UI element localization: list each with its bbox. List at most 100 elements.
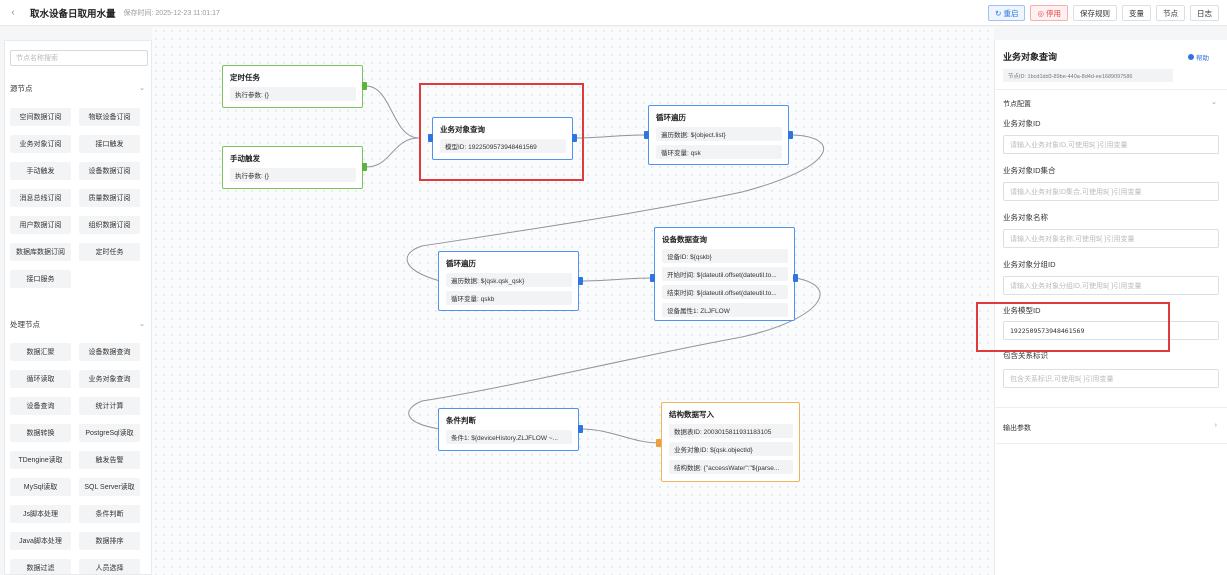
save-time: 保存时间: 2025-12-23 11:01:17	[123, 9, 220, 17]
flow-canvas[interactable]: 定时任务 执行参数: {} 手动触发 执行参数: {} 业务对象查询 模型ID:…	[152, 27, 994, 575]
header-actions: ↻重启 ◎停用 保存规则 变量 节点 日志	[988, 5, 1219, 21]
input-port[interactable]	[428, 134, 433, 142]
input-port[interactable]	[650, 274, 655, 282]
variables-button[interactable]: 变量	[1122, 5, 1151, 21]
palette-item[interactable]: 消息总线订阅	[10, 189, 71, 207]
palette-item[interactable]: 统计计算	[79, 397, 140, 415]
output-port[interactable]	[578, 277, 583, 285]
highlight-box	[419, 83, 584, 181]
divider	[995, 407, 1227, 408]
relation-flag-input[interactable]: 包含关系标识,可使用${ }引用变量	[1003, 369, 1219, 388]
palette-item[interactable]: 业务对象订阅	[10, 135, 71, 153]
node-config-panel: 业务对象查询 帮助 节点ID: 1bcd1dd3-89be-440a-8d4d-…	[976, 40, 1227, 575]
palette-item[interactable]: 数据转换	[10, 424, 71, 442]
divider	[995, 89, 1227, 90]
palette-item[interactable]: 组织数据订阅	[79, 216, 140, 234]
palette-item[interactable]: 空间数据订阅	[10, 108, 71, 126]
palette-item[interactable]: 设备数据查询	[79, 343, 140, 361]
input-port[interactable]	[656, 439, 661, 447]
stop-button[interactable]: ◎停用	[1030, 5, 1068, 21]
node-palette: 节点名称搜索 源节点⌄ 空间数据订阅 物联设备订阅 业务对象订阅 接口触发 手动…	[4, 40, 152, 575]
palette-item[interactable]: 数据排序	[79, 532, 140, 550]
edge	[406, 134, 824, 282]
node-id: 节点ID: 1bcd1dd3-89be-440a-8d4d-ee16890975…	[1003, 69, 1173, 82]
palette-item[interactable]: 数据过滤	[10, 559, 71, 574]
chevron-down-icon: ⌄	[139, 321, 145, 328]
palette-item[interactable]: 质量数据订阅	[79, 189, 140, 207]
source-section-header[interactable]: 源节点⌄	[10, 83, 145, 93]
help-link[interactable]: 帮助	[1188, 52, 1209, 62]
chevron-down-icon: ⌄	[139, 85, 145, 92]
palette-item[interactable]: 循环读取	[10, 370, 71, 388]
business-object-group-id-input[interactable]: 请输入业务对象分组ID,可使用${ }引用变量	[1003, 276, 1219, 295]
field-label: 包含关系标识	[1003, 351, 1048, 360]
edge	[365, 137, 420, 168]
palette-item[interactable]: TDengine读取	[10, 451, 71, 469]
business-model-id-input[interactable]: 1922509573948461569	[1003, 321, 1219, 340]
palette-item[interactable]: 触发告警	[79, 451, 140, 469]
field-label: 业务对象分组ID	[1003, 260, 1056, 269]
business-object-name-input[interactable]: 请输入业务对象名称,可使用${ }引用变量	[1003, 229, 1219, 248]
palette-item[interactable]: 接口触发	[79, 135, 140, 153]
node-condition[interactable]: 条件判断 条件1: ${deviceHistory.ZLJFLOW ~...	[438, 408, 579, 451]
palette-item[interactable]: 人员选择	[79, 559, 140, 574]
config-section-header[interactable]: 节点配置	[1003, 101, 1031, 108]
palette-item[interactable]: 物联设备订阅	[79, 108, 140, 126]
output-section-header[interactable]: 输出参数	[1003, 425, 1031, 432]
palette-item[interactable]: 接口服务	[10, 270, 71, 288]
node-device-data-query[interactable]: 设备数据查询 设备ID: ${qskb} 开始时间: ${dateutil.of…	[654, 227, 795, 321]
save-rule-button[interactable]: 保存规则	[1073, 5, 1117, 21]
node-loop[interactable]: 循环遍历 遍历数据: ${qsk.qsk_qsk} 循环变量: qskb	[438, 251, 579, 311]
palette-item[interactable]: 设备查询	[10, 397, 71, 415]
output-port[interactable]	[572, 134, 577, 142]
palette-item[interactable]: 用户数据订阅	[10, 216, 71, 234]
node-manual-trigger[interactable]: 手动触发 执行参数: {}	[222, 146, 363, 189]
edge	[580, 428, 660, 444]
page-title: 取水设备日取用水量	[30, 8, 116, 20]
edge	[408, 277, 821, 430]
field-label: 业务对象ID	[1003, 119, 1041, 128]
palette-item[interactable]: 数据汇聚	[10, 343, 71, 361]
help-icon	[1188, 54, 1194, 60]
palette-item[interactable]: PostgreSql读取	[79, 424, 140, 442]
highlight-box	[976, 302, 1170, 352]
palette-item[interactable]: Java脚本处理	[10, 532, 71, 550]
back-arrow-icon[interactable]: ‹	[11, 7, 15, 18]
palette-item[interactable]: 数据库数据订阅	[10, 243, 71, 261]
field-label: 业务对象名称	[1003, 213, 1048, 222]
edge	[365, 85, 420, 139]
logs-button[interactable]: 日志	[1190, 5, 1219, 21]
output-port[interactable]	[362, 82, 367, 90]
palette-item[interactable]: MySql读取	[10, 478, 71, 496]
chevron-right-icon[interactable]: ›	[1214, 422, 1217, 429]
palette-item[interactable]: 手动触发	[10, 162, 71, 180]
palette-item[interactable]: SQL Server读取	[79, 478, 140, 496]
node-search-input[interactable]: 节点名称搜索	[10, 50, 148, 66]
refresh-icon: ↻	[995, 8, 1002, 18]
palette-item[interactable]: 定时任务	[79, 243, 140, 261]
node-timer[interactable]: 定时任务 执行参数: {}	[222, 65, 363, 108]
palette-item[interactable]: Js脚本处理	[10, 505, 71, 523]
stop-icon: ◎	[1037, 8, 1044, 18]
output-port[interactable]	[793, 274, 798, 282]
field-label: 业务对象ID集合	[1003, 166, 1056, 175]
chevron-down-icon[interactable]: ⌄	[1211, 99, 1217, 106]
business-object-id-input[interactable]: 请输入业务对象ID,可使用${ }引用变量	[1003, 135, 1219, 154]
process-section-header[interactable]: 处理节点⌄	[10, 319, 145, 329]
output-port[interactable]	[578, 425, 583, 433]
reset-button[interactable]: ↻重启	[988, 5, 1026, 21]
palette-item[interactable]: 业务对象查询	[79, 370, 140, 388]
palette-item[interactable]: 条件判断	[79, 505, 140, 523]
divider	[995, 443, 1227, 444]
edge	[575, 134, 645, 139]
panel-title: 业务对象查询	[1003, 52, 1058, 62]
field-label: 业务模型ID	[1003, 306, 1041, 315]
output-port[interactable]	[362, 163, 367, 171]
node-loop[interactable]: 循环遍历 遍历数据: ${object.list} 循环变量: qsk	[648, 105, 789, 165]
business-object-ids-input[interactable]: 请输入业务对象ID集合,可使用${ }引用变量	[1003, 182, 1219, 201]
node-structured-data-write[interactable]: 结构数据写入 数据表ID: 2003015811931183105 业务对象ID…	[661, 402, 800, 482]
palette-item[interactable]: 设备数据订阅	[79, 162, 140, 180]
input-port[interactable]	[644, 131, 649, 139]
nodes-button[interactable]: 节点	[1156, 5, 1185, 21]
output-port[interactable]	[788, 131, 793, 139]
